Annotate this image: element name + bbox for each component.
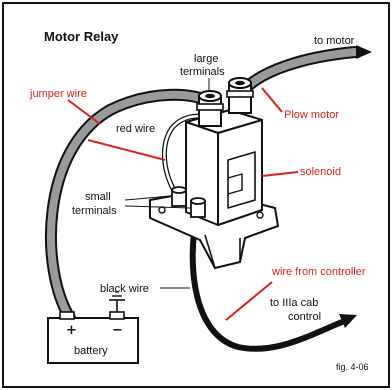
- large-terminal-left: [196, 90, 224, 127]
- small-terminal-right: [190, 197, 206, 218]
- cab-control-label-line2: control: [288, 311, 321, 323]
- to-motor-label: to motor: [314, 35, 355, 47]
- battery-label: battery: [74, 345, 108, 357]
- large-terminals-label-line2: terminals: [180, 66, 225, 78]
- controller-wire-annotation: wire from controller: [271, 266, 366, 278]
- plow-motor-pointer: [261, 87, 283, 113]
- solenoid-annotation: solenoid: [300, 166, 341, 178]
- bracket-hole: [158, 206, 166, 214]
- solenoid-side-face: [217, 119, 263, 226]
- small-terminal-left: [171, 186, 187, 207]
- red-wire-fill: [163, 114, 210, 202]
- jumper-wire-pointer: [67, 99, 101, 125]
- small-terminals-label-line2: terminals: [72, 205, 117, 217]
- jumper-wire-annotation: jumper wire: [29, 88, 87, 100]
- diagram-title: Motor Relay: [44, 29, 119, 44]
- plow-motor-annotation: Plow motor: [284, 109, 339, 121]
- small-terminals-leader: [124, 195, 171, 201]
- large-terminals-label-line1: large: [194, 53, 218, 65]
- controller-wire-pointer: [225, 281, 273, 321]
- figure-frame: [2, 2, 390, 388]
- bracket-hole: [256, 211, 264, 219]
- red-wire-label: red wire: [116, 123, 155, 135]
- jumper-wire-cable-fill: [46, 90, 216, 322]
- battery: [47, 291, 139, 364]
- red-wire-pointer: [87, 139, 166, 161]
- black-wire: [189, 209, 345, 352]
- figure-number: fig. 4-06: [336, 362, 369, 372]
- cab-control-label-line1: to IIIa cab: [270, 297, 318, 309]
- black-wire-label: black wire: [100, 283, 149, 295]
- battery-minus-sign: −: [112, 323, 123, 338]
- large-terminal-right: [226, 77, 254, 114]
- cab-control-arrow: [339, 314, 357, 328]
- solenoid-side-panel: [227, 151, 256, 209]
- solenoid-pointer: [261, 171, 299, 177]
- small-terminals-label-line1: small: [85, 191, 111, 203]
- solenoid-side-notch: [227, 173, 243, 195]
- bracket-leg: [204, 234, 241, 269]
- battery-plus-sign: +: [66, 323, 77, 338]
- to-motor-arrow: [356, 45, 372, 59]
- small-terminals-leader: [124, 205, 191, 209]
